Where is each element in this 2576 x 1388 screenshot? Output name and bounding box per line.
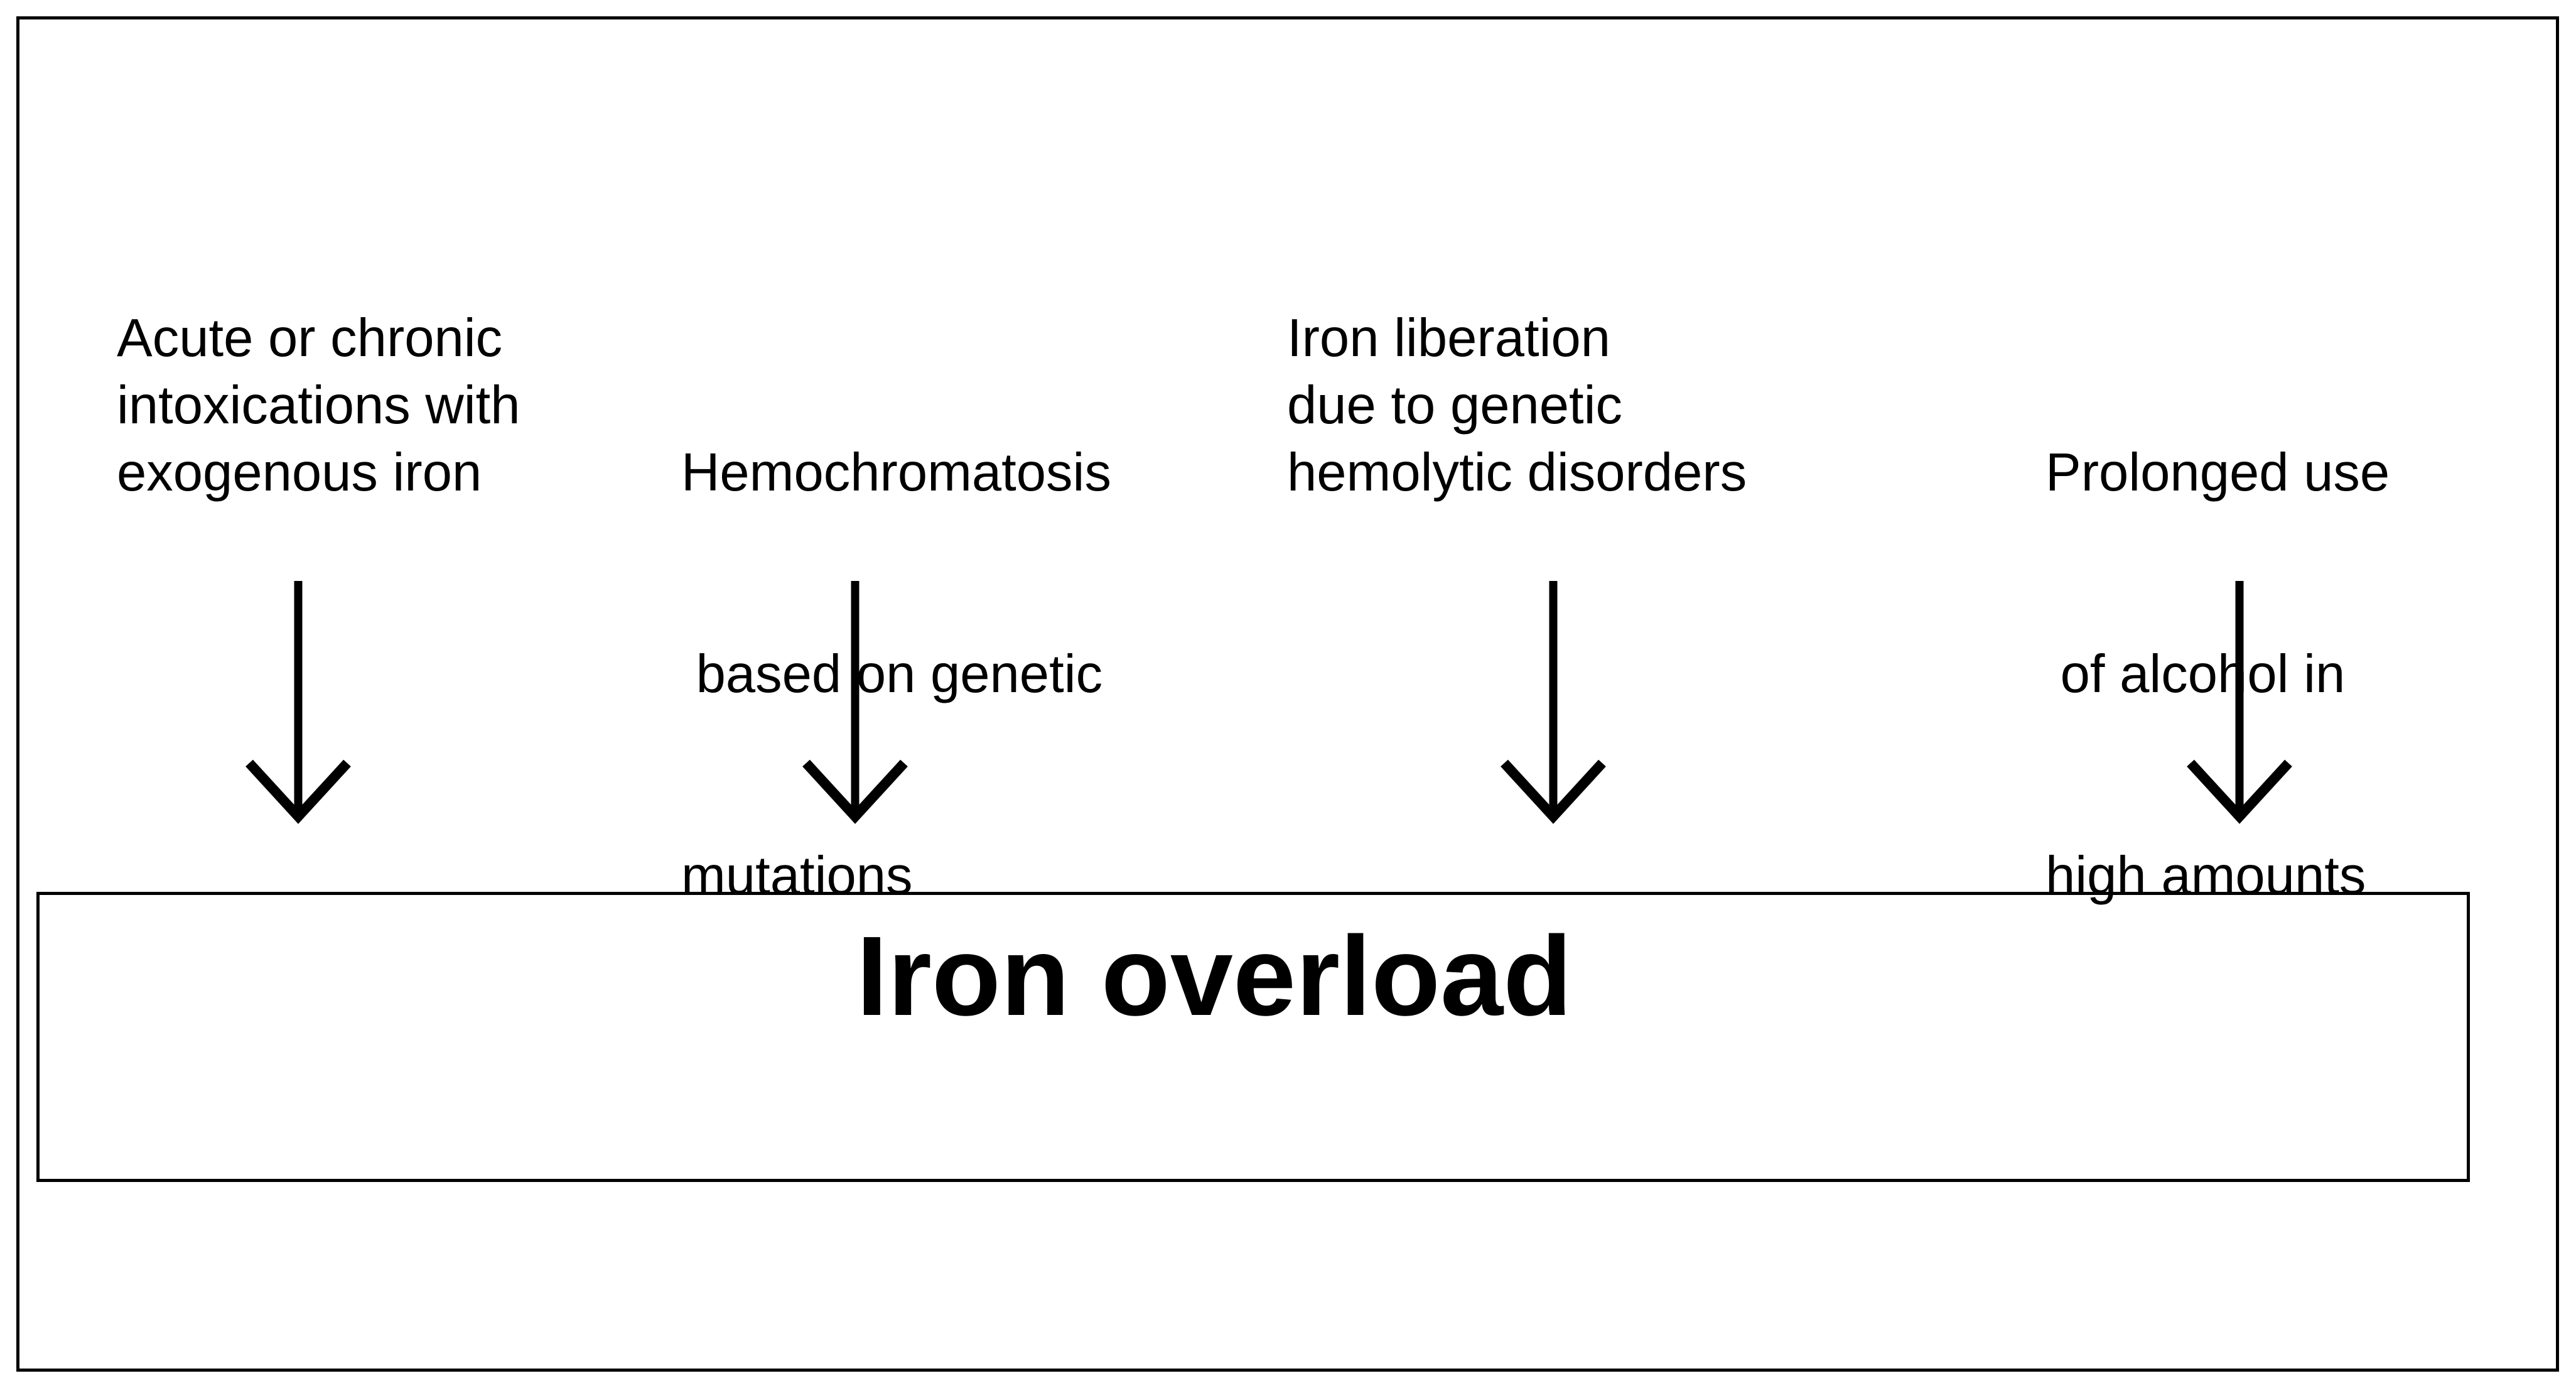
cause-text-line: Prolonged use (2045, 443, 2390, 502)
cause-text-line: high amounts (2045, 846, 2366, 906)
cause-text-line: due to genetic (1287, 376, 1623, 435)
cause-text-line: based on genetic (681, 644, 1103, 704)
cause-text-line: Iron liberation (1287, 308, 1611, 368)
iron-overload-box (36, 892, 2470, 1182)
cause-text-line: exogenous iron (117, 443, 482, 502)
cause-text-line: of alcohol in (2045, 644, 2346, 704)
cause-text-line: Hemochromatosis (681, 443, 1111, 502)
down-arrow-icon (2187, 581, 2292, 824)
cause-hemolytic-disorders: Iron liberation due to genetic hemolytic… (1287, 305, 1747, 506)
cause-text-line: Acute or chronic (117, 308, 503, 368)
iron-overload-label: Iron overload (856, 913, 1573, 1039)
cause-alcohol-use: Prolonged use of alcohol in high amounts (2045, 305, 2390, 977)
diagram-frame (16, 16, 2559, 1372)
cause-text-line: mutations (681, 846, 913, 906)
cause-exogenous-iron: Acute or chronic intoxications with exog… (117, 305, 520, 506)
down-arrow-icon (802, 581, 908, 824)
down-arrow-icon (245, 581, 351, 824)
cause-hemochromatosis: Hemochromatosis based on genetic mutatio… (681, 305, 1111, 977)
cause-text-line: hemolytic disorders (1287, 443, 1747, 502)
cause-text-line: intoxications with (117, 376, 520, 435)
down-arrow-icon (1501, 581, 1606, 824)
